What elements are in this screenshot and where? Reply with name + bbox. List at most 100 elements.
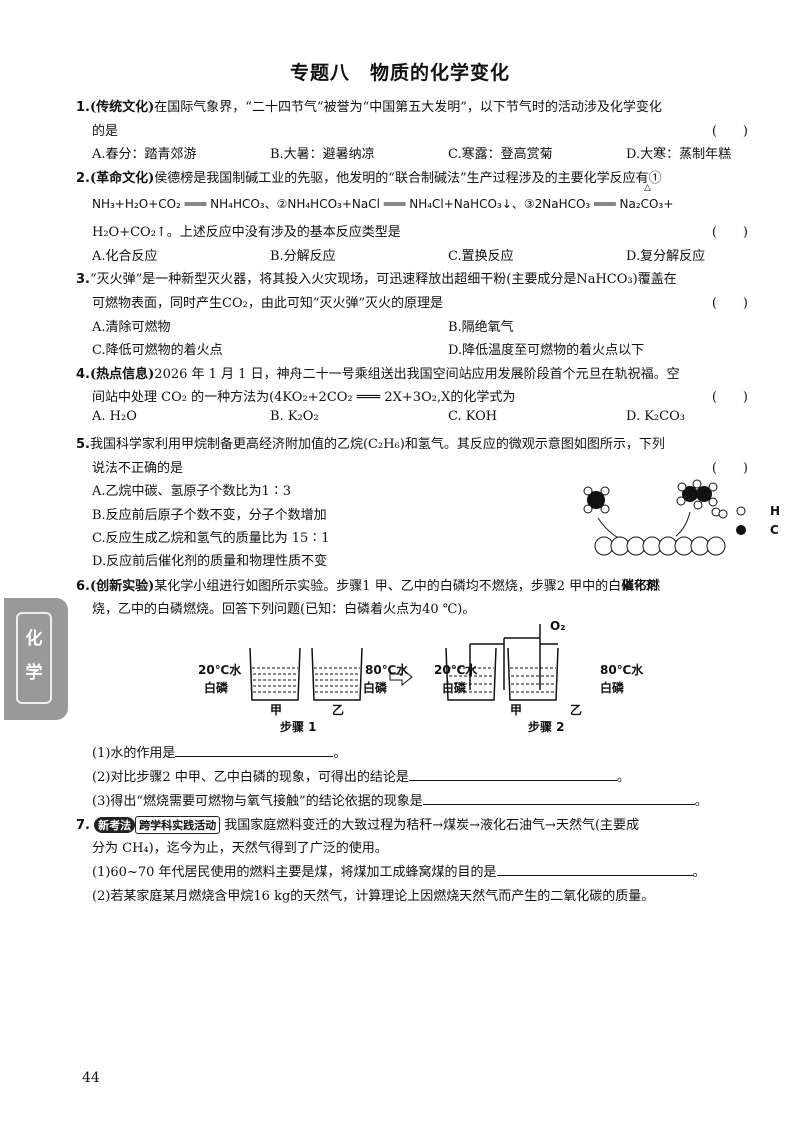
option-a: A.乙烷中碳、氢原子个数比为1∶3	[92, 484, 292, 499]
question-tag: (传统文化)	[89, 100, 155, 115]
question-tag: (革命文化)	[89, 171, 155, 186]
page-title: 专题八 物质的化学变化	[289, 62, 510, 84]
question-6-sub1: (1)水的作用是。	[92, 742, 346, 761]
option-a: A.化合反应	[92, 249, 158, 264]
option-c: C.寒露：登高赏菊	[448, 147, 553, 162]
label-20c-water-step1: 20℃水	[198, 663, 242, 677]
arrow-out	[675, 511, 691, 537]
question-text: 我国家庭燃料变迁的大致过程为秸秆→煤炭→液化石油气→天然气(主要成	[224, 818, 640, 833]
label-step1: 步骤 1	[280, 720, 317, 734]
option-b: B. K₂O₂	[270, 409, 319, 424]
answer-paren: ( )	[711, 296, 748, 311]
answer-paren: ( )	[711, 390, 748, 405]
question-text: 我国科学家利用甲烷制备更高经济附加值的乙烷(C₂H₆)和氢气。其反应的微观示意图…	[89, 437, 665, 452]
subject-side-tab-inner: 化 学	[16, 612, 52, 704]
question-text: 2026 年 1 月 1 日，神舟二十一号乘组送出我国空间站应用发展阶段首个元旦…	[154, 367, 680, 382]
option-c: C. KOH	[448, 409, 498, 424]
question-number: 2.	[76, 171, 90, 186]
label-80c-water-step2: 80℃水	[600, 663, 644, 677]
label-80c-water-step1: 80℃水	[365, 663, 409, 677]
question-4-line2: 间站中处理 CO₂ 的一种方法为(4KO₂+2CO₂ ═══ 2X+3O₂,X的…	[92, 390, 516, 405]
question-5-line2: 说法不正确的是	[92, 461, 184, 476]
beaker-jia-step1	[249, 647, 301, 701]
new-method-badge: 新考法	[94, 817, 136, 833]
question-6-sub3: (3)得出“燃烧需要可燃物与氧气接触”的结论依据的现象是。	[92, 790, 708, 809]
answer-paren: ( )	[711, 225, 748, 240]
question-text: 侯德榜是我国制碱工业的先驱，他发明的“联合制碱法”生产过程涉及的主要化学反应有①	[154, 171, 662, 186]
label-phos-step1-jia: 白磷	[204, 681, 229, 695]
option-d: D. K₂CO₃	[626, 409, 685, 424]
answer-paren: ( )	[711, 124, 748, 139]
heat-symbol: △	[644, 183, 651, 193]
period: 。	[333, 746, 347, 761]
methane-molecule	[583, 486, 610, 514]
legend-h-label: H	[770, 504, 781, 518]
label-o2: O₂	[550, 619, 566, 633]
side-char-1: 化	[25, 629, 43, 649]
white-phosphorus-experiment-diagram	[249, 624, 559, 701]
question-text: “灭火弹”是一种新型灭火器，将其投入火灾现场，可迅速释放出超细干粉(主要成分是N…	[89, 272, 677, 287]
catalyst-label: 催化剂	[622, 578, 659, 592]
question-number: 3.	[76, 272, 90, 287]
question-7-line1: 7. 新考法跨学科实践活动 我国家庭燃料变迁的大致过程为秸秆→煤炭→液化石油气→…	[76, 814, 639, 834]
option-a: A.清除可燃物	[92, 320, 171, 335]
question-6-sub2: (2)对比步骤2 中甲、乙中白磷的现象，可得出的结论是 。	[92, 766, 630, 785]
period: 。	[692, 865, 706, 880]
question-number: 7.	[76, 818, 90, 833]
label-phos-step2-jia: 白磷	[442, 681, 467, 695]
question-7-sub1: (1)60~70 年代居民使用的燃料主要是煤，将煤加工成蜂窝煤的目的是。	[92, 861, 706, 880]
label-phos-step2-yi: 白磷	[600, 681, 625, 695]
oxygen-tube	[469, 624, 558, 690]
question-4-line1: 4.(热点信息)2026 年 1 月 1 日，神舟二十一号乘组送出我国空间站应用…	[76, 363, 680, 382]
ethane-molecule	[676, 479, 718, 510]
legend-c-label: C	[770, 523, 779, 537]
beaker-yi-step1	[311, 647, 363, 701]
question-number: 5.	[76, 437, 90, 452]
subject-side-tab: 化 学	[4, 598, 68, 720]
question-tag: (热点信息)	[89, 367, 155, 382]
catalyst-surface	[594, 536, 726, 556]
equation-line1: NH₃+H₂O+CO₂ ═══ NH₄HCO₃、②NH₄HCO₃+NaCl ══…	[92, 197, 674, 211]
cross-discipline-badge: 跨学科实践活动	[135, 816, 221, 834]
question-1-line2: 的是	[92, 124, 119, 139]
beaker-yi-step2	[507, 647, 559, 701]
question-3-line1: 3.“灭火弹”是一种新型灭火器，将其投入火灾现场，可迅速释放出超细干粉(主要成分…	[76, 268, 677, 287]
period: 。	[694, 794, 708, 809]
option-a: A. H₂O	[92, 409, 137, 424]
label-jia-step2: 甲	[510, 703, 523, 717]
option-a: A.春分：踏青郊游	[92, 147, 197, 162]
question-3-line2: 可燃物表面，同时产生CO₂，由此可知“灭火弹”灭火的原理是	[92, 296, 444, 311]
question-7-sub2: (2)若某家庭某月燃烧含甲烷16 kg的天然气，计算理论上因燃烧天然气而产生的二…	[92, 889, 655, 904]
option-b: B.大暑：避暑纳凉	[270, 147, 375, 162]
question-number: 6.	[76, 579, 90, 594]
question-1-line1: 1.(传统文化)在国际气象界，“二十四节气”被誉为“中国第五大发明”，以下节气时…	[76, 96, 662, 115]
answer-blank[interactable]	[175, 744, 334, 757]
question-2-line1: 2.(革命文化)侯德榜是我国制碱工业的先驱，他发明的“联合制碱法”生产过程涉及的…	[76, 167, 662, 186]
question-number: 1.	[76, 100, 90, 115]
option-b: B.分解反应	[270, 249, 336, 264]
side-char-2: 学	[25, 663, 43, 683]
question-6-line1: 6.(创新实验)某化学小组进行如图所示实验。步骤1 甲、乙中的白磷均不燃烧，步骤…	[76, 575, 660, 594]
option-d: D.降低温度至可燃物的着火点以下	[448, 343, 645, 358]
label-step2: 步骤 2	[528, 720, 565, 734]
question-6-line2: 烧，乙中的白磷燃烧。回答下列问题(已知：白磷着火点为40 ℃)。	[92, 602, 476, 617]
option-c: C.降低可燃物的着火点	[92, 343, 223, 358]
answer-blank[interactable]	[408, 768, 617, 781]
label-jia-step1: 甲	[270, 703, 283, 717]
answer-blank[interactable]	[422, 792, 695, 805]
catalyst-micro-diagram	[583, 479, 746, 556]
page-number: 44	[82, 1070, 100, 1086]
arrow-step	[389, 667, 413, 687]
option-c: C.反应生成乙烷和氢气的质量比为 15∶1	[92, 531, 330, 546]
option-c: C.置换反应	[448, 249, 514, 264]
equation-line2: H₂O+CO₂↑。上述反应中没有涉及的基本反应类型是	[92, 225, 401, 240]
beaker-jia-step2	[445, 647, 497, 701]
option-b: B.隔绝氧气	[448, 320, 514, 335]
answer-blank[interactable]	[496, 863, 693, 876]
option-d: D.大寒：蒸制年糕	[626, 147, 732, 162]
question-7-line2: 分为 CH₄)，迄今为止，天然气得到了广泛的使用。	[92, 841, 388, 856]
period: 。	[616, 770, 630, 785]
sub-question-text: (2)对比步骤2 中甲、乙中白磷的现象，可得出的结论是	[92, 770, 409, 785]
answer-paren: ( )	[711, 461, 748, 476]
question-text: 某化学小组进行如图所示实验。步骤1 甲、乙中的白磷均不燃烧，步骤2 甲中的白磷不…	[154, 579, 661, 594]
